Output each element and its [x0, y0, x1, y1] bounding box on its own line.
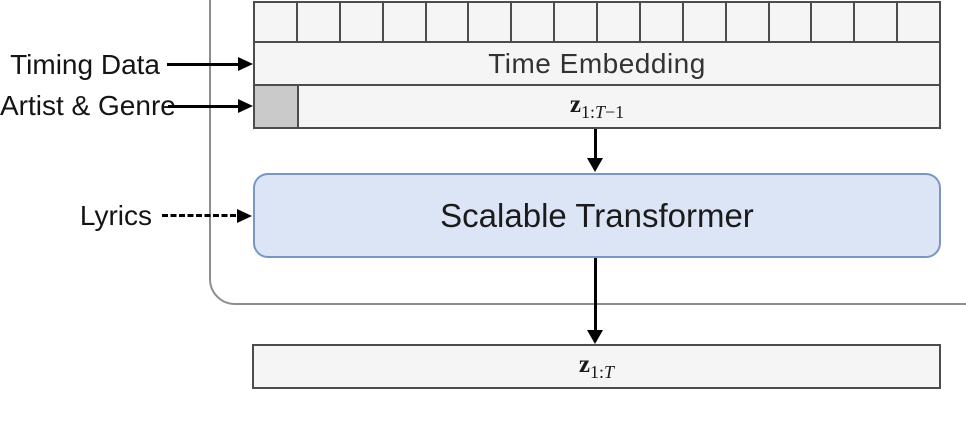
z-subscript-pre: 1:: [580, 102, 595, 122]
label-lyrics: Lyrics: [79, 200, 152, 231]
z-input-arrow-head: [587, 158, 603, 172]
scalable-transformer-box: Scalable Transformer: [253, 173, 941, 258]
grid-cell: [770, 3, 813, 41]
z-input-label: z1:T−1: [570, 92, 624, 121]
lyrics-dashed-arrow-line: [162, 214, 236, 217]
z-output-bar: z1:T: [252, 344, 941, 389]
time-embedding-bar: Time Embedding: [253, 41, 941, 86]
scalable-transformer-label: Scalable Transformer: [440, 196, 754, 234]
time-embedding-label: Time Embedding: [488, 47, 706, 79]
grid-cell: [469, 3, 513, 41]
z-input-bar: z1:T−1: [253, 84, 941, 129]
output-arrow-line: [594, 258, 597, 332]
start-token-cell: [255, 86, 299, 127]
z-subscript-var: T: [604, 362, 615, 382]
grid-cell: [598, 3, 641, 41]
output-arrow-head: [587, 330, 603, 344]
grid-cell: [812, 3, 856, 41]
grid-cell: [727, 3, 770, 41]
z-input-arrow-line: [594, 129, 597, 160]
timing-data-arrow-line: [167, 63, 239, 66]
grid-cell: [298, 3, 341, 41]
artist-genre-arrow-line: [168, 105, 239, 108]
grid-cell: [341, 3, 384, 41]
artist-genre-arrow-head: [238, 99, 253, 113]
grid-cell: [555, 3, 598, 41]
z-subscript-post: −1: [604, 102, 625, 122]
lyrics-arrow-head: [237, 209, 252, 223]
grid-cell: [384, 3, 427, 41]
z-subscript-pre: 1:: [590, 362, 605, 382]
z-symbol: z: [569, 91, 581, 118]
token-grid: [253, 1, 941, 43]
grid-cell: [898, 3, 939, 41]
grid-cell: [855, 3, 899, 41]
conditioning-panel-outline: [209, 0, 966, 305]
grid-cell: [255, 3, 298, 41]
grid-cell: [684, 3, 727, 41]
grid-cell: [641, 3, 684, 41]
z-symbol: z: [578, 351, 591, 378]
grid-cell: [427, 3, 470, 41]
timing-data-arrow-head: [238, 57, 253, 71]
z-subscript-var: T: [594, 102, 605, 122]
label-artist-genre: Artist & Genre: [0, 90, 176, 121]
grid-cell: [512, 3, 556, 41]
label-timing-data: Timing Data: [10, 49, 160, 80]
z-output-label: z1:T: [579, 352, 614, 381]
